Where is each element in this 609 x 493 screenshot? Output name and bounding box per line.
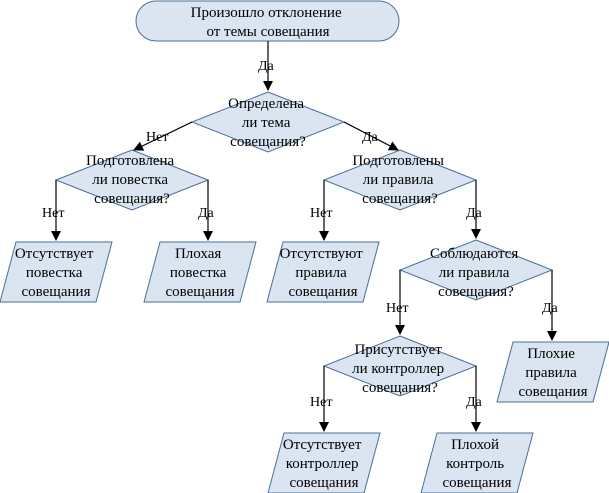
result-no-agenda: [0, 241, 113, 303]
edge-label-agenda-yes: Да: [198, 206, 215, 221]
decision-controller-text: Присутствует ли контроллер совещания?: [352, 342, 448, 396]
result-bad-rules: [496, 341, 609, 403]
decision-follow-text: Соблюдаются ли правила совещания?: [430, 246, 522, 300]
edge-topic-rules: [343, 121, 399, 151]
start-text: Произошло отклонение от темы совещания: [191, 5, 346, 40]
edge-topic-agenda: [133, 121, 193, 151]
decision-topic-text: Определена ли тема совещания?: [228, 96, 308, 150]
decision-agenda: [54, 149, 210, 211]
edge-label-topic-agenda: Нет: [146, 130, 168, 145]
result-bad-agenda-text: Плохая повестка совещания: [166, 246, 235, 300]
edge-label-ctrl-yes: Да: [466, 395, 483, 410]
edge-label-agenda-no: Нет: [42, 206, 64, 221]
edge-label-rules-no: Нет: [310, 206, 332, 221]
decision-agenda-text: Подготовлена ли повестка совещания?: [86, 153, 178, 207]
edge-label-topic-rules: Да: [362, 130, 379, 145]
edge-label-follow-no: Нет: [386, 301, 408, 316]
result-no-agenda-text: Отсутствует повестка совещания: [15, 246, 97, 300]
decision-follow-rules: [398, 239, 554, 301]
decision-rules: [322, 149, 478, 211]
result-no-rules-text: Отсутствуют правила совещания: [280, 246, 367, 300]
edge-label-ctrl-no: Нет: [310, 395, 332, 410]
result-no-rules: [266, 241, 380, 303]
result-bad-controller-text: Плохой контроль совещания: [443, 437, 512, 491]
edge-label-rules-yes: Да: [466, 206, 483, 221]
decision-controller: [322, 335, 478, 397]
decision-rules-text: Подготовлены ли правила совещания?: [352, 153, 447, 207]
result-bad-rules-text: Плохие правила совещания: [519, 346, 588, 400]
result-no-controller-text: Отсутствует контроллер совещания: [283, 437, 365, 491]
decision-topic: [190, 91, 346, 153]
edge-label-start-topic: Да: [258, 59, 275, 74]
edge-label-follow-yes: Да: [542, 301, 559, 316]
result-bad-controller: [420, 432, 534, 493]
result-bad-agenda: [143, 241, 257, 303]
result-no-controller: [267, 432, 381, 493]
